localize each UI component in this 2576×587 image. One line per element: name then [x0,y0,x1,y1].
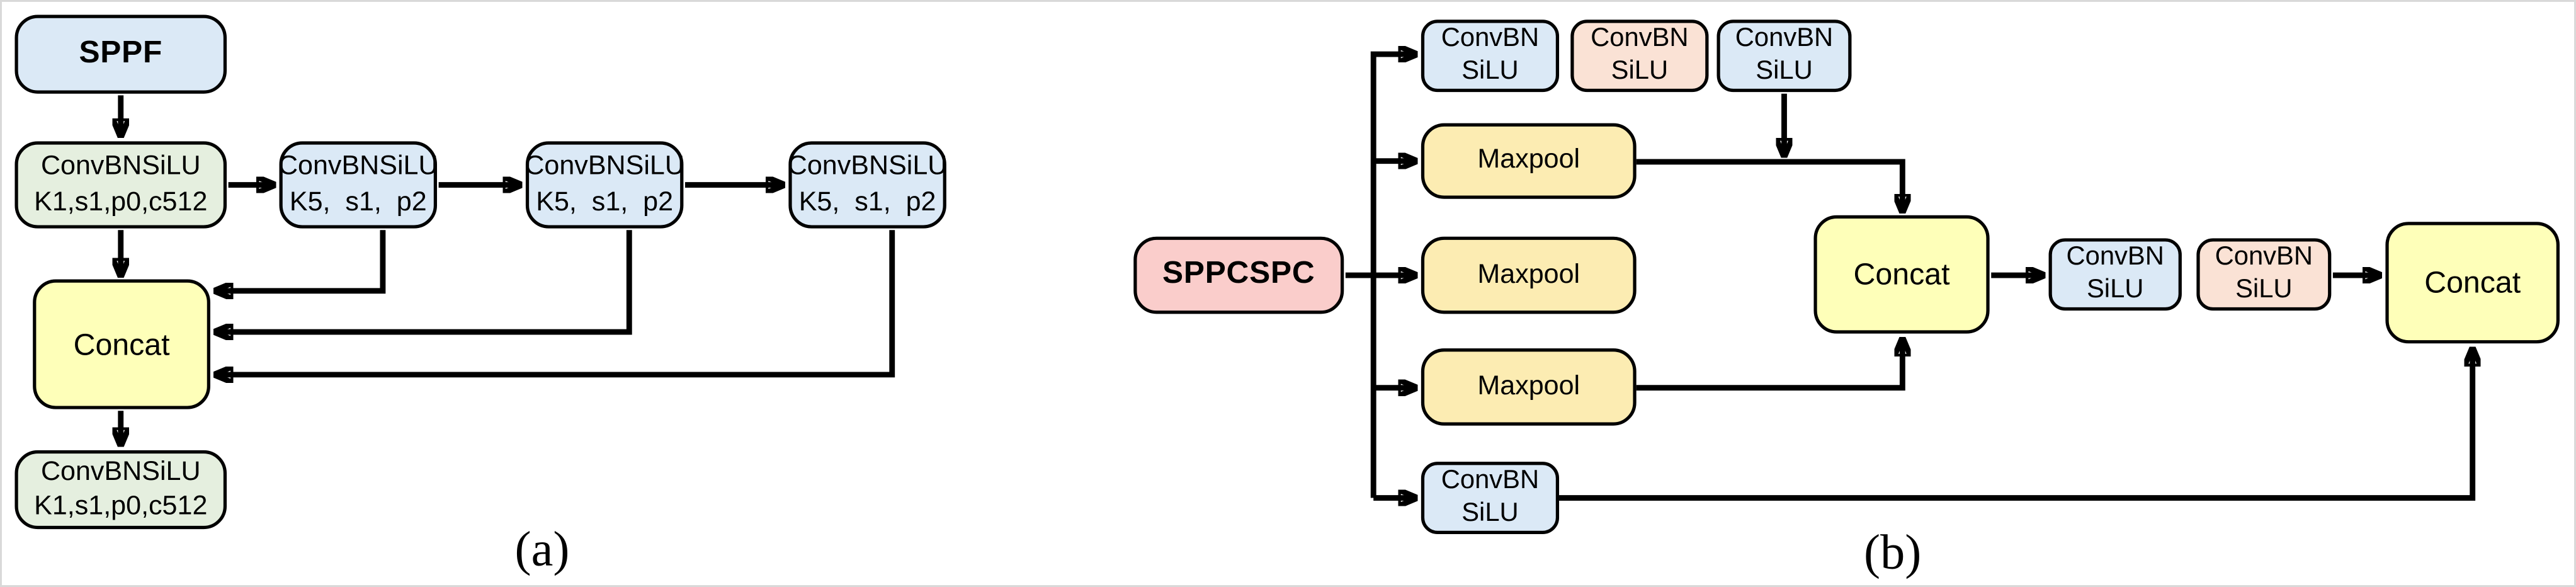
arrow-convbottom-to-concat2-bottom [1559,348,2473,501]
node-concat-b1: Concat [1813,215,1990,334]
node-label: Concat [1853,256,1950,292]
node-maxpool-1: Maxpool [1421,123,1637,199]
arrow-maxpool1-to-concat1-top [1636,159,1903,212]
arrow-k5-2-to-concat [215,230,632,332]
node-label-line2: SiLU [1756,57,1813,86]
caption-panel-a: (a) [514,522,570,577]
node-label-line1: ConvBNSiLU [525,152,684,182]
node-concat-a: Concat [33,279,210,409]
node-label: SPPF [79,35,163,71]
node-label-line1: ConvBN [1441,23,1540,52]
node-maxpool-3: Maxpool [1421,348,1637,426]
trunk-and-arrow-to-convtop1 [1370,54,1416,498]
node-label-line1: ConvBN [1591,23,1689,52]
node-label-line2: SiLU [1461,57,1519,86]
node-label: Maxpool [1477,259,1580,290]
node-label-line2: SiLU [2235,276,2293,304]
node-convbnsilu-input: ConvBNSiLU K1,s1,p0,c512 [14,141,227,229]
node-label: Maxpool [1477,145,1580,175]
node-convbnsilu-top-2: ConvBN SiLU [1570,20,1709,93]
node-label-line2: K1,s1,p0,c512 [34,186,208,217]
node-convbnsilu-top-3: ConvBN SiLU [1716,20,1852,93]
node-label-line1: ConvBNSiLU [40,152,201,182]
node-label-line1: ConvBN [2215,242,2313,271]
node-maxpool-2: Maxpool [1421,236,1637,314]
node-label-line1: ConvBN [2066,242,2164,271]
node-convbnsilu-mid-2: ConvBN SiLU [2196,238,2332,311]
node-convbnsilu-mid-1: ConvBN SiLU [2048,238,2182,311]
node-label-line1: ConvBNSiLU [40,457,201,487]
node-convbnsilu-k5-2: ConvBNSiLU K5, s1, p2 [525,141,684,229]
node-label-line1: ConvBNSiLU [787,152,948,182]
node-label-line2: K1,s1,p0,c512 [34,491,208,521]
node-concat-b2: Concat [2385,222,2560,344]
node-label-line2: K5, s1, p2 [289,186,427,217]
node-label-line2: K5, s1, p2 [536,186,674,217]
node-label: SPPCSPC [1162,256,1315,292]
node-convbnsilu-top-1: ConvBN SiLU [1421,20,1560,93]
node-sppcspc: SPPCSPC [1133,236,1344,314]
caption-panel-b: (b) [1864,525,1922,581]
node-label-line2: K5, s1, p2 [798,186,936,217]
node-label-line1: ConvBN [1441,465,1540,494]
node-label-line2: SiLU [2086,276,2144,304]
node-convbnsilu-k5-3: ConvBNSiLU K5, s1, p2 [787,141,948,229]
arrow-k5-1-to-concat [215,230,386,291]
node-label: Concat [2424,265,2521,300]
arrow-k5-3-to-concat [215,230,895,375]
node-label: Concat [73,326,170,362]
node-label-line2: SiLU [1461,499,1519,528]
node-sppf: SPPF [14,14,227,94]
node-convbnsilu-k5-1: ConvBNSiLU K5, s1, p2 [278,141,438,229]
node-label-line1: ConvBN [1735,23,1834,52]
node-convbnsilu-bottom: ConvBN SiLU [1421,462,1560,534]
node-convbnsilu-output: ConvBNSiLU K1,s1,p0,c512 [14,450,227,530]
arrow-maxpool3-to-concat1-bottom [1636,338,1903,391]
node-label-line2: SiLU [1611,57,1669,86]
node-label-line1: ConvBNSiLU [278,152,438,182]
node-label: Maxpool [1477,371,1580,401]
